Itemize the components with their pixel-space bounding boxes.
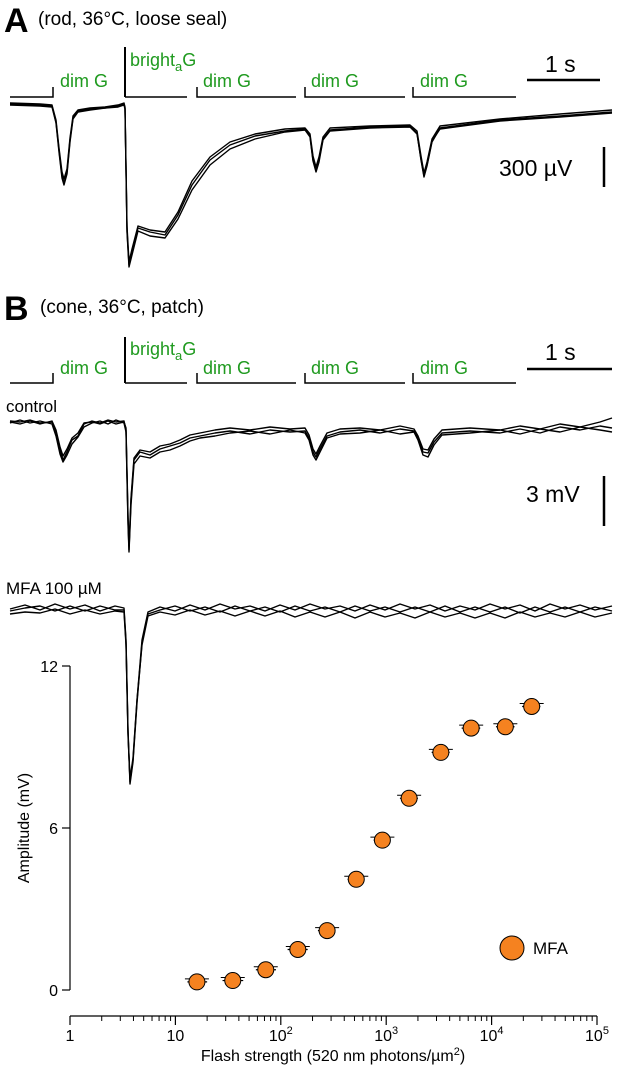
panel-a-letter: A	[4, 2, 29, 40]
stim-b-label-dim-3: dim G	[311, 358, 359, 378]
trace-label-mfa: MFA 100 µM	[6, 579, 102, 598]
data-point	[397, 789, 422, 807]
panel-a-traces	[9, 102, 613, 268]
point-marker	[289, 941, 307, 958]
panel-b-time-scale-label: 1 s	[545, 339, 576, 365]
data-point	[184, 973, 209, 991]
point-marker	[462, 719, 480, 737]
x-tick-label: 105	[585, 1025, 609, 1045]
stim-a-label-bright: brightaG	[130, 50, 196, 74]
y-ticks: 0 6 12	[40, 659, 70, 1000]
point-marker	[496, 718, 514, 736]
legend-label: MFA	[533, 939, 569, 958]
plot-axes	[69, 666, 597, 1017]
stim-a-baseline-1	[10, 87, 54, 98]
panel-a-subtitle: (rod, 36°C, loose seal)	[38, 9, 227, 30]
amplitude-vs-flash-plot: 0 6 12 1 10 102 103 104 105 Amplitude (mV) Flas…	[16, 659, 609, 1065]
data-point	[220, 972, 245, 990]
stim-a-baseline-3	[196, 87, 296, 98]
y-axis-title: Amplitude (mV)	[16, 773, 33, 883]
x-axis-title: Flash strength (520 nm photons/µm2)	[201, 1046, 465, 1065]
stim-a-baseline-5	[412, 87, 516, 98]
panel-a-amp-scale-label: 300 µV	[499, 155, 573, 181]
panel-b-amp-scale-label: 3 mV	[526, 481, 580, 507]
y-tick-label: 0	[49, 983, 58, 1000]
trace-b-control-1	[9, 419, 613, 551]
trace-b-mfa-1	[9, 603, 613, 783]
stim-b-baseline-5	[412, 373, 516, 384]
stim-b-baseline-1	[10, 373, 54, 384]
data-point	[428, 743, 453, 761]
trace-b-mfa-2	[9, 605, 613, 785]
x-ticks: 1 10 102 103 104 105	[66, 1016, 609, 1045]
point-marker	[432, 743, 450, 761]
data-point	[493, 718, 518, 736]
trace-b-control-3	[9, 417, 613, 547]
panel-b-letter: B	[4, 290, 29, 328]
data-point	[285, 941, 310, 958]
panel-b-subtitle: (cone, 36°C, patch)	[40, 297, 204, 318]
trace-a-3	[9, 104, 613, 268]
x-tick-label: 1	[66, 1028, 75, 1045]
y-tick-label: 12	[40, 659, 58, 676]
panel-b-stimulus-timeline: dim G brightaG dim G dim G dim G	[10, 337, 516, 384]
trace-a-2	[9, 102, 613, 263]
point-marker	[400, 789, 418, 807]
point-marker	[347, 870, 365, 888]
trace-label-control: control	[6, 397, 57, 416]
legend: MFA	[499, 935, 569, 961]
x-tick-label: 104	[480, 1025, 504, 1045]
stim-a-label-dim-1: dim G	[60, 71, 108, 91]
point-marker	[188, 973, 206, 991]
point-marker	[257, 961, 275, 979]
trace-b-control-2	[9, 419, 613, 553]
point-marker	[224, 972, 242, 990]
trace-b-mfa-3	[9, 608, 613, 780]
y-tick-label: 6	[49, 821, 58, 838]
stim-a-label-dim-4: dim G	[420, 71, 468, 91]
data-points	[184, 698, 544, 991]
stim-b-label-dim-1: dim G	[60, 358, 108, 378]
point-marker	[318, 922, 336, 940]
stim-b-label-bright: brightaG	[130, 339, 196, 363]
stim-b-baseline-3	[196, 373, 296, 384]
data-point	[344, 870, 369, 888]
data-point	[370, 831, 395, 849]
point-marker	[373, 831, 391, 849]
x-tick-label: 103	[374, 1025, 398, 1045]
data-point	[253, 961, 278, 979]
panel-b-mfa-traces	[9, 603, 613, 785]
stim-a-label-dim-2: dim G	[203, 71, 251, 91]
stim-b-baseline-4	[304, 373, 405, 384]
stim-a-label-dim-3: dim G	[311, 71, 359, 91]
data-point	[459, 719, 484, 737]
x-tick-label: 102	[269, 1025, 293, 1045]
legend-marker	[499, 935, 525, 961]
stim-b-label-dim-4: dim G	[420, 358, 468, 378]
stim-a-baseline-4	[304, 87, 405, 98]
trace-a-1	[9, 103, 613, 266]
stim-b-label-dim-2: dim G	[203, 358, 251, 378]
data-point	[519, 698, 544, 715]
panel-b-control-traces	[9, 417, 613, 553]
point-marker	[523, 698, 541, 715]
panel-a-time-scale-label: 1 s	[545, 51, 576, 77]
x-tick-label: 10	[167, 1028, 185, 1045]
data-point	[315, 922, 340, 940]
panel-a-stimulus-timeline: dim G brightaG dim G dim G dim G	[10, 47, 516, 98]
